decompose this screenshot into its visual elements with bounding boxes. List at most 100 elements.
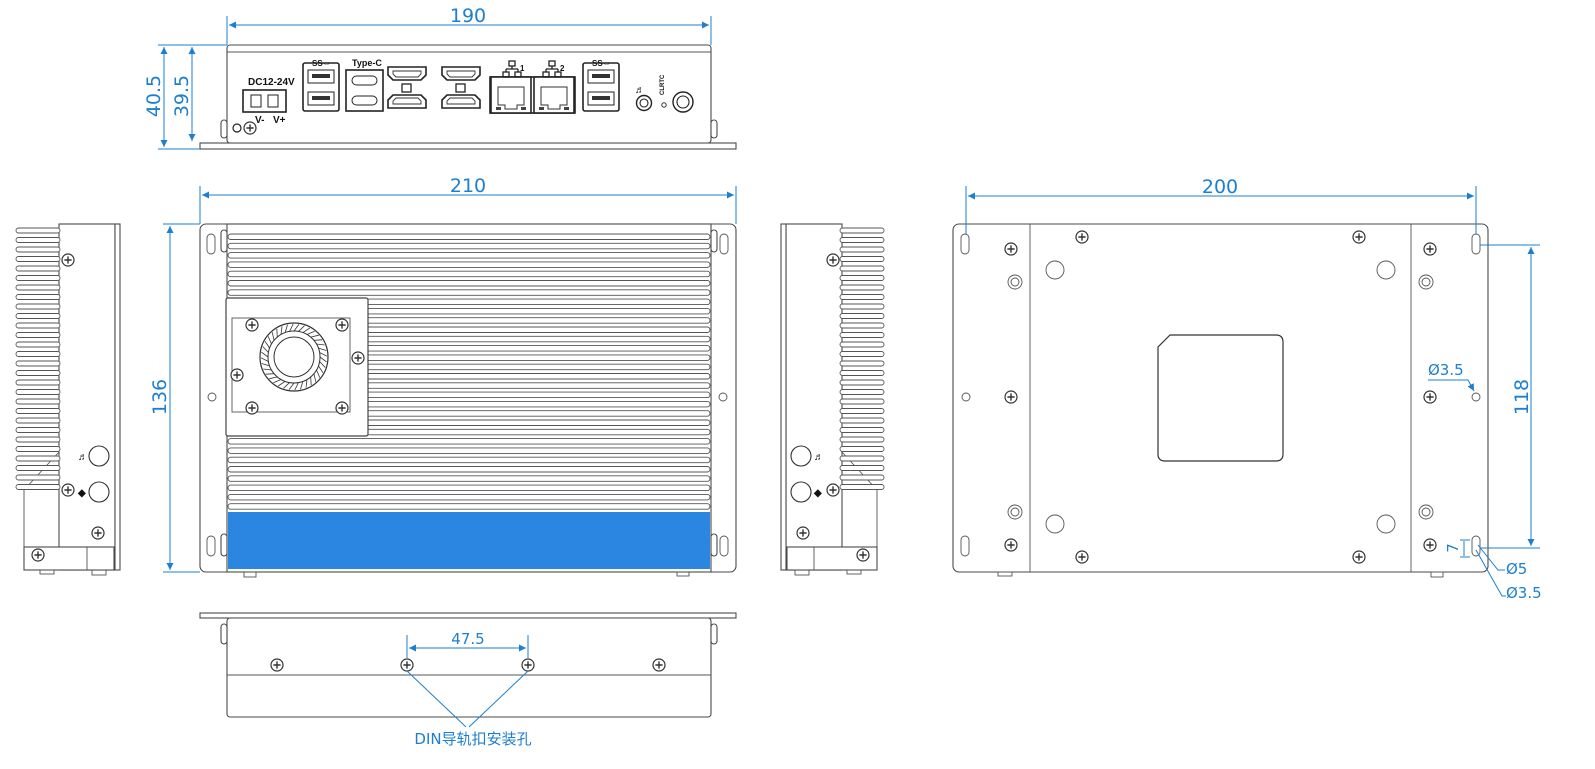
side-fin	[839, 275, 885, 281]
hole-diameter-label: Ø3.5	[1428, 361, 1464, 379]
side-fin	[15, 484, 61, 490]
type-c-label: Type-C	[352, 58, 382, 68]
side-fin	[839, 417, 885, 424]
side-fin	[839, 294, 885, 300]
heatsink-fin	[227, 280, 711, 287]
side-fin	[15, 275, 61, 281]
din-hole-spacing-label: 47.5	[451, 630, 484, 648]
side-fin	[839, 351, 885, 357]
front-width-label: 190	[450, 5, 486, 27]
side-fin	[15, 408, 61, 414]
side-fin	[839, 256, 885, 262]
side-fin	[15, 265, 61, 272]
lan1-label: 1	[520, 64, 525, 73]
side-fin	[15, 351, 61, 357]
heatsink-fin	[227, 233, 711, 240]
power-input-label: DC12-24V	[248, 77, 295, 88]
slot-length-label: 7	[1444, 543, 1462, 553]
heatsink-fin	[227, 493, 711, 501]
side-fin	[15, 427, 61, 433]
svg-text:◆: ◆	[77, 488, 86, 499]
bottom-hole-spacing-label: 118	[1511, 379, 1533, 415]
slot-diameter-small-label: Ø3.5	[1506, 584, 1542, 602]
side-fin	[839, 474, 885, 481]
side-fin	[15, 417, 61, 424]
side-fin	[839, 398, 885, 405]
svg-text:♬: ♬	[78, 452, 88, 463]
side-fin	[15, 294, 61, 300]
heatsink-fin	[227, 252, 711, 259]
side-fin	[839, 303, 885, 310]
side-fin	[839, 360, 885, 367]
side-fin	[839, 227, 885, 234]
side-fin	[839, 246, 885, 253]
side-fin	[15, 398, 61, 405]
side-fin	[839, 284, 885, 291]
side-fin	[839, 332, 885, 338]
usb3-icon: SS⇔	[312, 59, 331, 68]
side-fin	[15, 474, 61, 481]
rear-view: 47.5 DIN导轨扣安装孔	[199, 612, 737, 748]
front-height-inner-label: 39.5	[171, 75, 193, 117]
side-fin	[15, 303, 61, 310]
din-holes-label: DIN导轨扣安装孔	[414, 730, 531, 748]
top-view: 210 136	[149, 175, 737, 578]
slot-diameter-large-label: Ø5	[1506, 560, 1527, 578]
hdmi-icon	[401, 83, 412, 93]
side-fin	[839, 265, 885, 272]
thermal-pad	[1157, 334, 1284, 462]
heatsink-fin	[227, 289, 711, 296]
usb3-port-right: SS⇔	[582, 59, 620, 112]
power-terminal	[242, 89, 287, 113]
side-fin	[15, 227, 61, 234]
heatsink-fin	[227, 466, 711, 473]
heatsink-fin	[227, 456, 711, 464]
svg-text:◆: ◆	[813, 488, 822, 499]
side-fin	[15, 237, 61, 243]
side-fin	[839, 379, 885, 386]
mounting-slots	[206, 233, 729, 557]
blue-label-panel	[228, 512, 710, 569]
heatsink-fin	[227, 475, 711, 482]
side-fin	[15, 379, 61, 386]
side-fin	[839, 322, 885, 329]
front-height-outer-label: 40.5	[143, 75, 165, 117]
top-width-label: 210	[450, 175, 486, 197]
ground-screw-icon	[232, 121, 257, 135]
svg-text:♬: ♬	[635, 85, 645, 96]
heatsink-fin	[227, 484, 711, 492]
side-fin	[15, 332, 61, 338]
side-fin	[839, 408, 885, 414]
side-fin	[15, 446, 61, 452]
lan-ports: 1 2	[489, 60, 576, 114]
side-fin	[15, 284, 61, 291]
clrtc-label: CLRTC	[660, 74, 666, 95]
heatsink-fin	[227, 270, 711, 278]
usb3-port-left: SS⇔	[302, 59, 340, 112]
right-side-view: ♬ ◆	[780, 223, 885, 576]
side-fin	[839, 237, 885, 243]
side-fin	[839, 484, 885, 490]
heatsink-fin	[227, 242, 711, 250]
side-fin	[839, 446, 885, 452]
side-fin	[839, 389, 885, 395]
side-fin	[839, 313, 885, 319]
side-fin	[839, 427, 885, 433]
side-fin	[839, 455, 885, 462]
hdmi-ports	[387, 66, 481, 109]
side-fin	[839, 436, 885, 443]
power-plus-label: V+	[273, 115, 286, 126]
bottom-view: 200 118 Ø3.5 7 Ø5 Ø3.5	[952, 176, 1542, 602]
side-fin	[15, 465, 61, 471]
heatsink-fin	[227, 261, 711, 268]
side-fin	[15, 370, 61, 376]
side-fin	[15, 313, 61, 319]
heatsink-fin	[227, 438, 711, 445]
audio-jack-icon: ♬	[635, 85, 653, 112]
heatsink-fin	[227, 503, 711, 510]
lan2-label: 2	[560, 64, 565, 73]
side-fin	[15, 436, 61, 443]
svg-text:SS⇔: SS⇔	[592, 59, 611, 68]
left-side-view: ♬ ◆	[15, 223, 121, 576]
side-fin	[15, 341, 61, 348]
